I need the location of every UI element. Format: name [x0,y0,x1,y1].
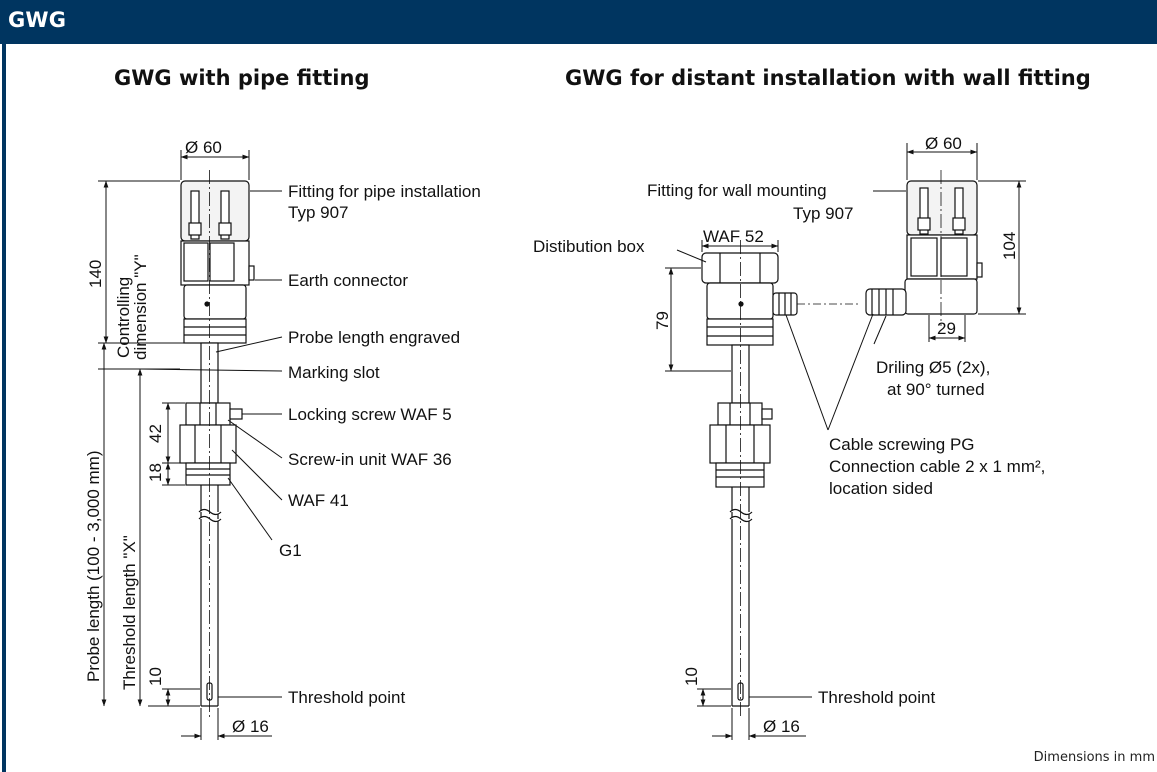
right-label-cable-line1: Cable screwing PG [829,435,975,454]
header-bar [0,0,1157,44]
left-dimensions [98,150,272,740]
right-dim-29: 29 [937,319,956,338]
left-housing-base [183,284,247,320]
right-dimensions [665,143,1026,740]
right-dim-waf52: WAF 52 [703,227,764,246]
left-label-fitting-line1: Fitting for pipe installation [288,182,481,201]
left-label-g1: G1 [279,541,302,560]
right-dim-diameter-bottom: Ø 16 [763,717,800,736]
left-dim-42: 42 [146,424,165,443]
right-dim-79: 79 [653,311,672,330]
left-dim-10: 10 [146,667,165,686]
left-dim-threshold-length: Threshold length "X" [120,535,139,690]
left-label-fitting-line2: Typ 907 [288,203,349,222]
left-dim-controlling-line1: Controlling [114,277,133,358]
left-label-screw-in: Screw-in unit WAF 36 [288,450,452,469]
right-label-distribution: Distibution box [533,237,645,256]
dimensions-footnote: Dimensions in mm [1033,750,1155,765]
right-label-wall-line2: Typ 907 [793,204,854,223]
left-label-waf41: WAF 41 [288,491,349,510]
right-label-threshold: Threshold point [818,688,935,707]
right-label-drilling-line2: at 90° turned [887,380,985,399]
left-label-locking: Locking screw WAF 5 [288,405,452,424]
right-probe-drawing [701,170,983,718]
left-dim-controlling-line2: dimension "Y" [131,254,150,360]
right-view-title: GWG for distant installation with wall f… [565,66,1091,90]
left-dim-18: 18 [146,463,165,482]
left-border-rule [2,44,6,772]
left-terminal-block [180,240,250,286]
left-locking-collar [185,402,231,426]
left-dim-diameter-bottom: Ø 16 [232,717,269,736]
left-label-earth: Earth connector [288,271,408,290]
left-view-title: GWG with pipe fitting [114,66,370,90]
right-leader-lines [676,190,906,698]
page-title: GWG [8,8,67,32]
left-leader-lines [139,190,283,698]
right-label-cable-line3: location sided [829,479,933,498]
left-dim-probe-length: Probe length (100 - 3,000 mm) [84,450,103,682]
right-label-wall-line1: Fitting for wall mounting [647,181,827,200]
right-dim-10: 10 [682,667,701,686]
left-dim-diameter-top: Ø 60 [185,138,222,157]
left-probe-drawing [179,170,255,718]
left-label-threshold: Threshold point [288,688,405,707]
left-label-engraved: Probe length engraved [288,328,460,347]
left-dim-140: 140 [86,260,105,288]
right-dim-104: 104 [1000,232,1019,260]
left-label-marking: Marking slot [288,363,380,382]
right-label-drilling-line1: Driling Ø5 (2x), [876,358,990,377]
right-distribution-hex [701,252,779,284]
right-dim-diameter-top: Ø 60 [925,134,962,153]
left-earth-lug [248,265,255,281]
left-screw-in-unit [179,424,237,464]
right-label-cable-line2: Connection cable 2 x 1 mm², [829,457,1045,476]
